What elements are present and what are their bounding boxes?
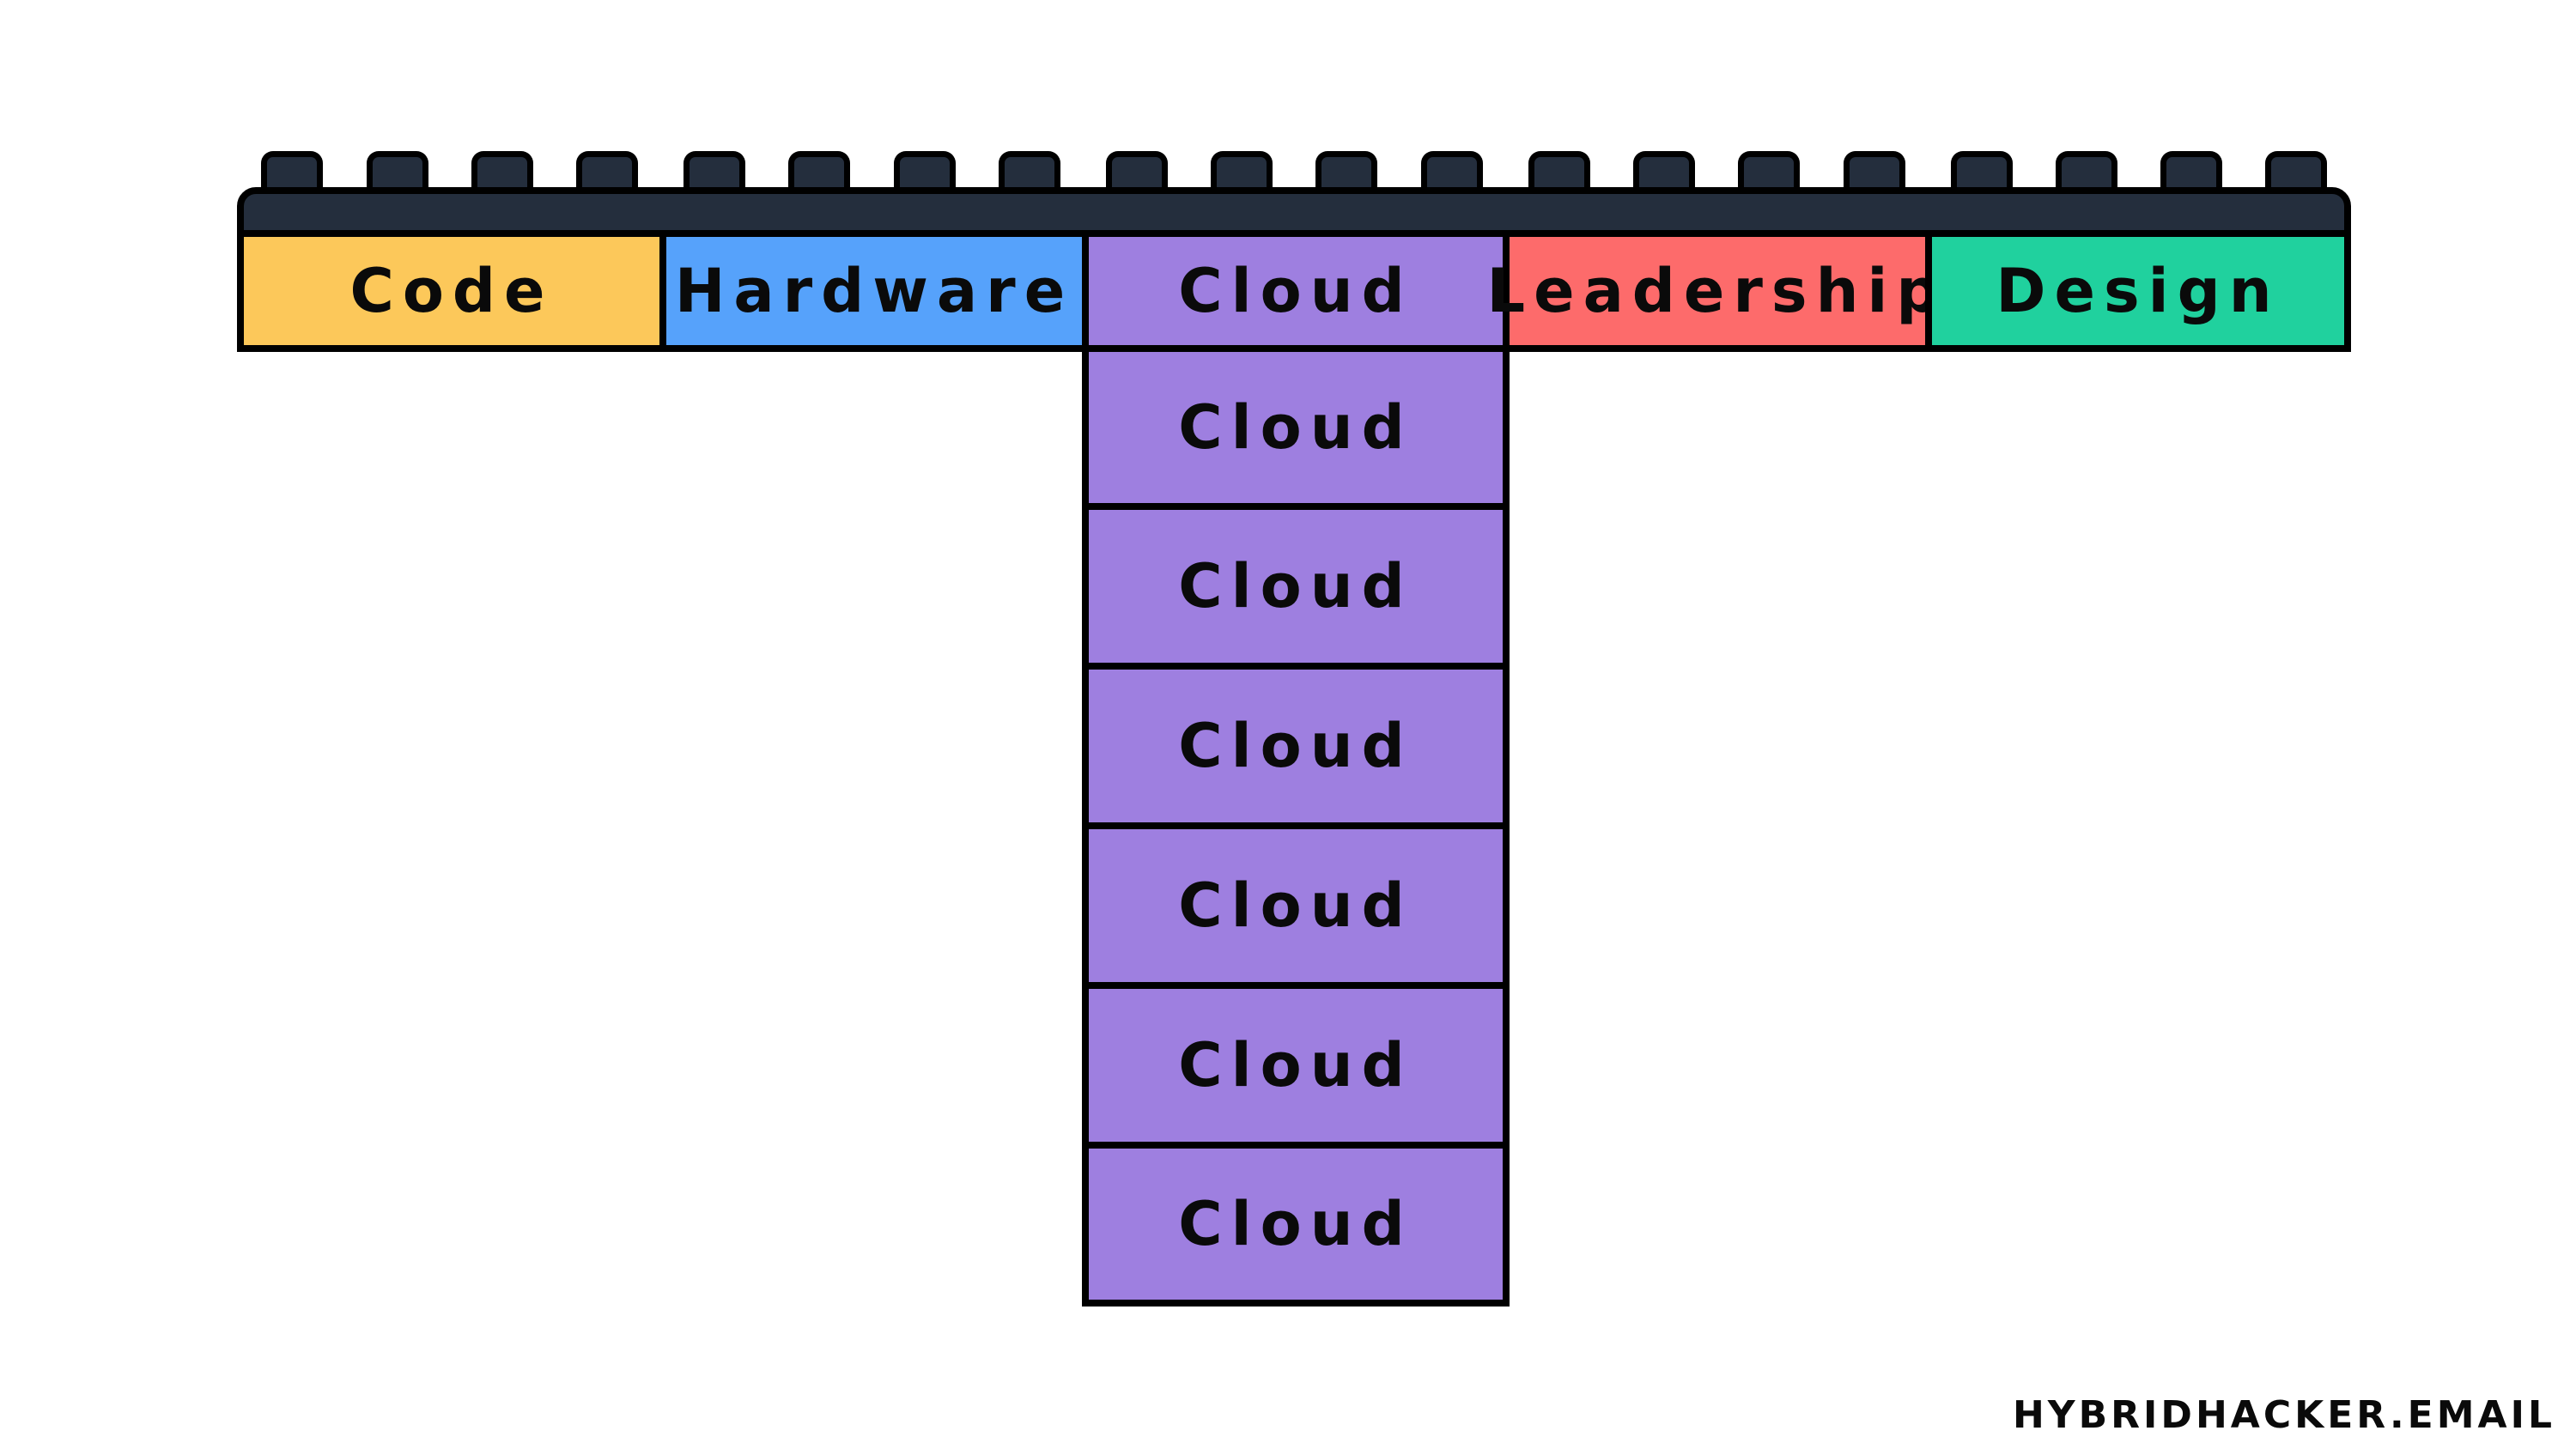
brick-cloud-stack: Cloud bbox=[1082, 822, 1510, 989]
brick-cloud-stack: Cloud bbox=[1082, 503, 1510, 670]
brick-label: Cloud bbox=[1178, 392, 1413, 463]
brick-cloud-top: Cloud bbox=[1082, 230, 1510, 352]
brick-label: Hardware bbox=[674, 256, 1074, 326]
brick-label: Cloud bbox=[1178, 256, 1413, 326]
brick-label: Cloud bbox=[1178, 870, 1413, 941]
footer-url: HYBRIDHACKER.EMAIL bbox=[2012, 1393, 2555, 1437]
brick-leadership: Leadership bbox=[1486, 230, 1940, 352]
brick-label: Cloud bbox=[1178, 1189, 1413, 1259]
brick-label: Cloud bbox=[1178, 1030, 1413, 1100]
brick-label: Design bbox=[1996, 256, 2281, 326]
brick-cloud-stack: Cloud bbox=[1082, 1142, 1510, 1307]
brick-cloud-stack: Cloud bbox=[1082, 345, 1510, 510]
brick-label: Cloud bbox=[1178, 711, 1413, 781]
brick-hardware: Hardware bbox=[659, 230, 1089, 352]
brick-cloud-stack: Cloud bbox=[1082, 663, 1510, 829]
brick-label: Leadership bbox=[1486, 256, 1948, 326]
brick-cloud-stack: Cloud bbox=[1082, 982, 1510, 1149]
brick-label: Cloud bbox=[1178, 551, 1413, 621]
brick-design: Design bbox=[1925, 230, 2351, 352]
brick-label: Code bbox=[349, 256, 554, 326]
brick-code: Code bbox=[237, 230, 666, 352]
